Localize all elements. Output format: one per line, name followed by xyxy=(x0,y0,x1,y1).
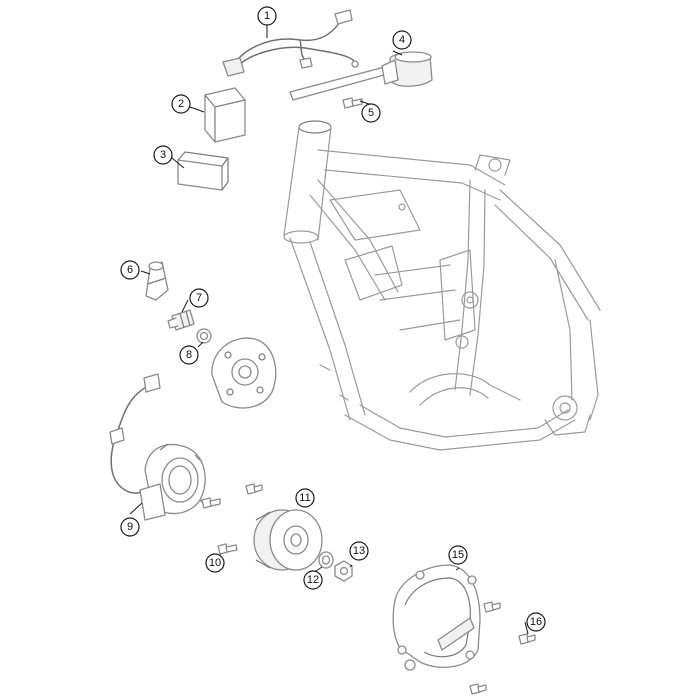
coil-screw xyxy=(342,97,363,109)
callout-4: 4 xyxy=(392,30,412,50)
svg-text:16: 16 xyxy=(530,616,542,628)
svg-text:4: 4 xyxy=(399,34,405,46)
cdi-unit xyxy=(204,87,246,143)
svg-text:13: 13 xyxy=(353,545,365,557)
svg-text:15: 15 xyxy=(452,549,464,561)
rotor-washer xyxy=(318,551,334,569)
cover-screws xyxy=(469,601,536,695)
svg-text:1: 1 xyxy=(264,10,270,22)
spark-plug xyxy=(167,309,195,331)
sealing-washer xyxy=(196,328,212,344)
rubber-mount xyxy=(177,151,230,191)
callout-3: 3 xyxy=(153,145,173,165)
motorcycle-frame xyxy=(283,120,601,451)
callout-2: 2 xyxy=(171,94,191,114)
ignition-cover xyxy=(392,564,481,671)
callout-9: 9 xyxy=(120,517,140,537)
svg-text:8: 8 xyxy=(186,349,192,361)
callouts: 1 2 3 4 5 6 7 8 xyxy=(120,6,546,632)
svg-text:5: 5 xyxy=(368,107,374,119)
stator-screw xyxy=(217,543,238,555)
svg-text:2: 2 xyxy=(178,98,184,110)
svg-text:6: 6 xyxy=(127,264,133,276)
stator-assembly xyxy=(109,373,206,521)
rotor-flywheel xyxy=(253,509,323,571)
callout-8: 8 xyxy=(179,345,199,365)
callout-13: 13 xyxy=(349,541,369,561)
callout-10: 10 xyxy=(205,553,225,573)
svg-text:11: 11 xyxy=(299,492,310,504)
callout-5: 5 xyxy=(361,103,381,123)
svg-text:7: 7 xyxy=(196,292,202,304)
stator-mount-screw xyxy=(201,483,263,509)
callout-6: 6 xyxy=(120,260,140,280)
callout-12: 12 xyxy=(303,570,323,590)
spark-plug-cap xyxy=(145,261,169,301)
callout-15: 15 xyxy=(448,545,468,565)
svg-text:3: 3 xyxy=(160,149,166,161)
rotor-nut xyxy=(334,560,353,582)
wiring-harness xyxy=(222,9,359,77)
leader-lines xyxy=(129,24,529,635)
callout-7: 7 xyxy=(189,288,209,308)
stator-backplate xyxy=(211,337,277,409)
svg-text:10: 10 xyxy=(209,557,221,569)
svg-text:9: 9 xyxy=(127,521,133,533)
svg-text:12: 12 xyxy=(307,574,319,586)
ignition-coil xyxy=(289,51,433,101)
callout-1: 1 xyxy=(257,6,277,26)
callout-16: 16 xyxy=(526,612,546,632)
callout-11: 11 xyxy=(295,488,315,508)
